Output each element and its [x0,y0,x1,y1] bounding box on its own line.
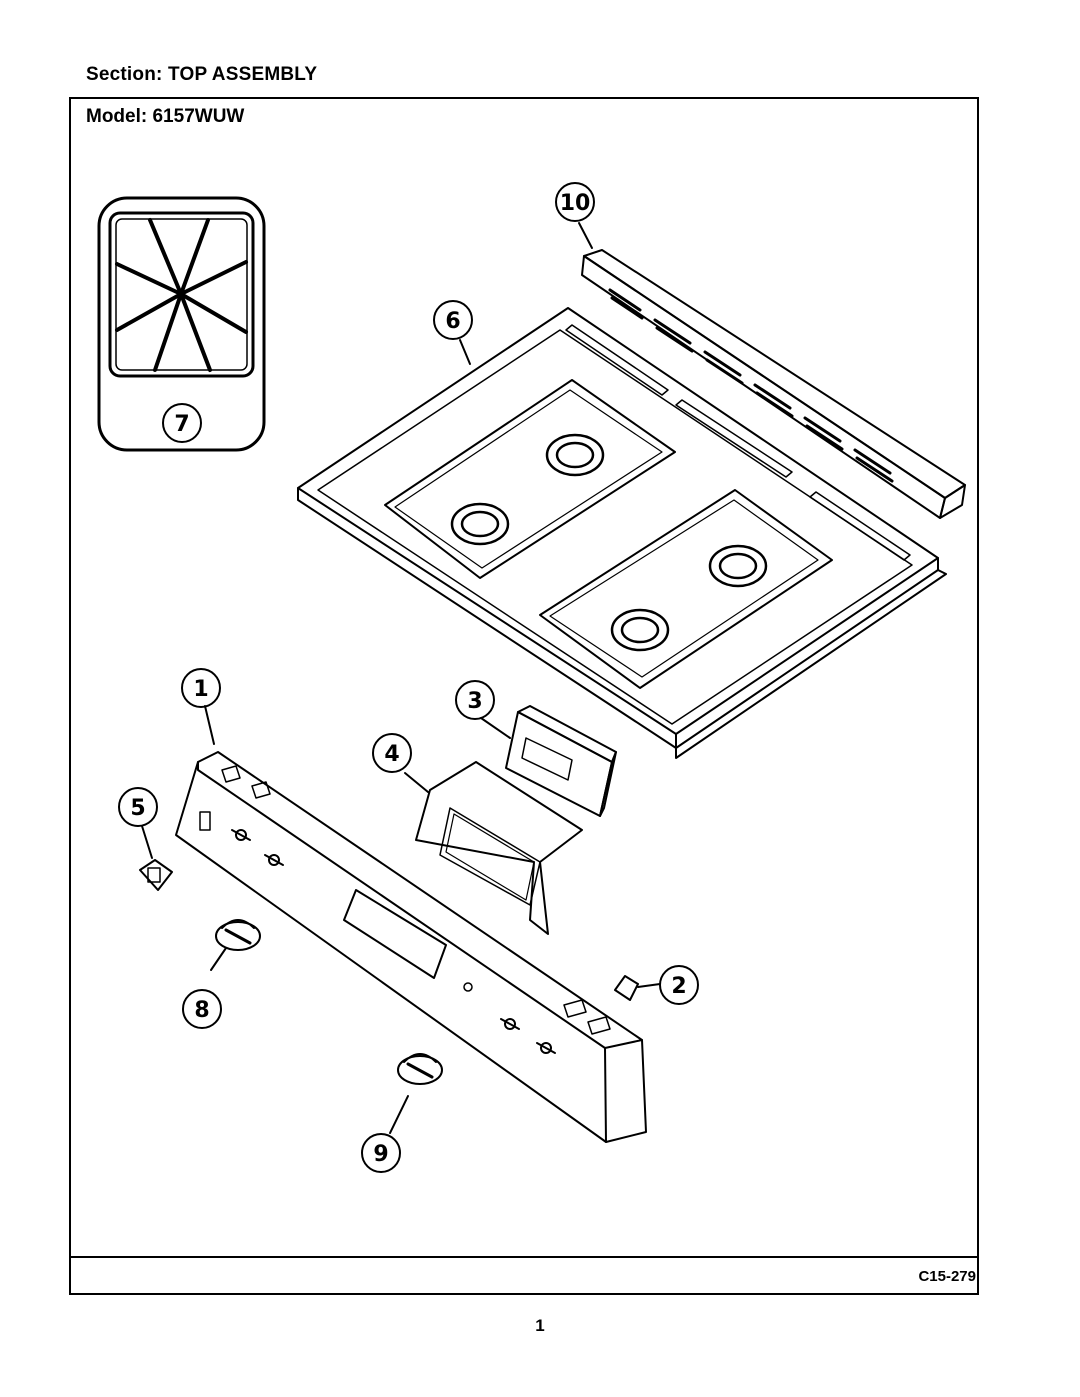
callout-label: 1 [193,677,208,702]
callout-label: 5 [130,796,145,821]
callout-8: 8 [182,989,222,1029]
rocker-switch-icon [139,859,173,891]
clock-module-icon [505,705,617,817]
control-knob-icon [215,919,261,951]
callout-label: 8 [194,998,209,1023]
diagram-frame [69,97,979,1295]
callout-5: 5 [118,787,158,827]
section-title: Section: TOP ASSEMBLY [86,64,318,85]
switch-icon [614,975,639,1001]
burner-grate-icon [97,196,266,452]
callout-7: 7 [162,403,202,443]
vent-trim-icon [581,249,966,519]
cooktop-icon [297,307,947,759]
callout-4: 4 [372,733,412,773]
callout-label: 9 [373,1142,388,1167]
figure-code: C15-279 [918,1268,976,1285]
model-title: Model: 6157WUW [86,106,245,127]
clock-bracket-icon [415,761,583,935]
leader-lines [141,222,661,1134]
callout-6: 6 [433,300,473,340]
callout-label: 10 [560,191,591,216]
callout-label: 2 [671,974,686,999]
callout-10: 10 [555,182,595,222]
callout-label: 4 [384,742,399,767]
callout-label: 6 [445,309,460,334]
callout-label: 3 [467,689,482,714]
page-number: 1 [535,1316,545,1335]
callout-9: 9 [361,1133,401,1173]
callout-1: 1 [181,668,221,708]
callout-3: 3 [455,680,495,720]
control-panel-icon [175,751,647,1143]
footer-divider [69,1256,979,1258]
callout-2: 2 [659,965,699,1005]
control-knob-icon [397,1053,443,1085]
callout-label: 7 [174,412,189,437]
